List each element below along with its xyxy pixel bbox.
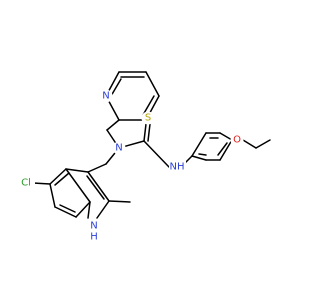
bond-c-nh xyxy=(143,140,170,168)
atom-label-s-thiocarbonyl: S xyxy=(145,113,151,124)
bond-ar-4 xyxy=(219,139,233,161)
bond-py-3 xyxy=(145,71,160,97)
bond-me xyxy=(108,200,131,203)
bond-py-d3 xyxy=(110,78,122,97)
bond-ar-d2 xyxy=(217,142,228,156)
bond-in-d2 xyxy=(59,204,76,213)
bond-ch2-ch2 xyxy=(87,163,107,173)
bond-ar-3 xyxy=(219,132,233,141)
bond-ch2-py xyxy=(106,119,120,131)
bond-in-5 xyxy=(75,201,91,218)
atom-label-layer: N N S NH O Cl N H xyxy=(18,89,244,243)
bond-pyr-3 xyxy=(87,171,110,202)
bond-py-d2 xyxy=(142,95,155,116)
bond-in-6 xyxy=(65,168,91,203)
atom-label-n-indole: N xyxy=(90,221,97,232)
atom-label-cl: Cl xyxy=(21,178,31,189)
bond-ch2-ch3 xyxy=(255,139,271,149)
bond-cl-bond xyxy=(32,182,51,185)
bond-ar-1 xyxy=(191,132,207,157)
bond-o-ch2 xyxy=(242,139,257,149)
atom-label-o-ether: O xyxy=(233,135,241,146)
bond-in-2 xyxy=(49,168,67,185)
bond-pyr-1 xyxy=(87,201,91,219)
atom-label-nh-thiourea: NH xyxy=(170,162,185,173)
bond-in-3 xyxy=(49,183,56,208)
bond-in-1 xyxy=(65,168,89,173)
bond-ar-6 xyxy=(191,155,207,161)
atom-label-n-pyridine: N xyxy=(102,91,109,102)
bond-in-4 xyxy=(54,206,77,218)
atom-label-h-indole: H xyxy=(90,232,98,243)
bond-in-d1 xyxy=(54,172,70,186)
bond-c-s-1 xyxy=(143,123,147,142)
bond-ar-d3 xyxy=(198,153,207,156)
bond-pyr-d xyxy=(86,175,105,200)
structure-drawing: N N S NH O Cl N H xyxy=(18,71,271,243)
atom-label-n-amine: N xyxy=(115,143,122,154)
bond-pyr-2 xyxy=(96,200,110,219)
bond-nh-ar xyxy=(184,155,193,164)
bond-c-s-2 xyxy=(147,123,151,142)
